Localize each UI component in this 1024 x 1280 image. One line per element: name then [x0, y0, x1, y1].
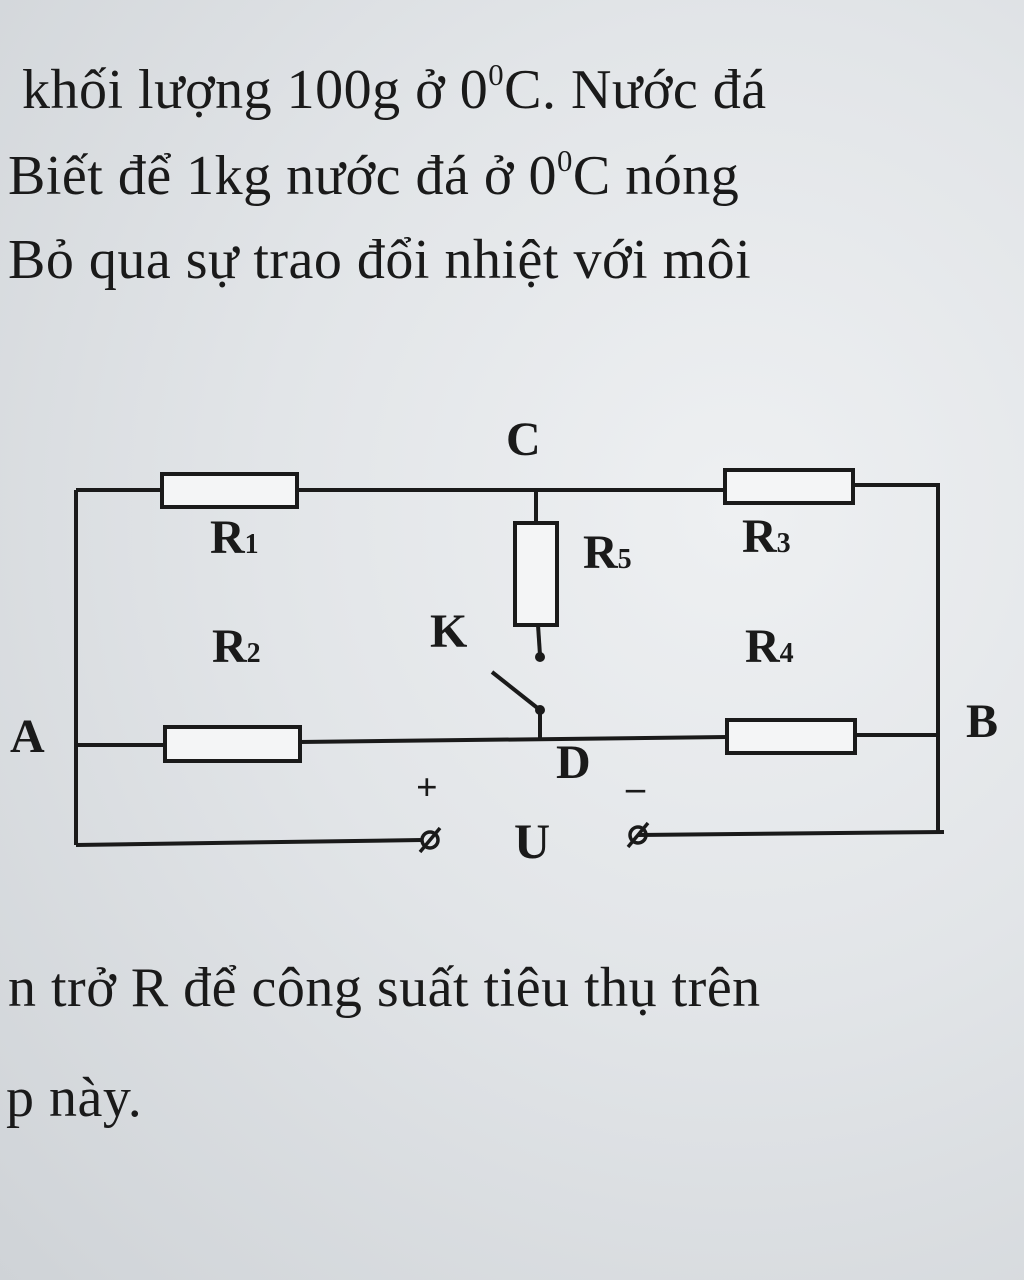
wire-bottom-left — [75, 838, 423, 847]
r5-label: R5 — [583, 526, 632, 579]
terminal-minus — [628, 825, 648, 845]
r2-label: R2 — [212, 620, 261, 673]
r1-label: R1 — [210, 511, 259, 564]
minus-sign: – — [625, 767, 646, 809]
r2-main: R — [212, 620, 248, 673]
terminals — [418, 821, 650, 854]
plus-sign: + — [416, 767, 438, 809]
resistor-r5 — [513, 521, 559, 627]
wire-mid-right — [855, 733, 940, 832]
r3-subscript: 3 — [777, 528, 791, 559]
switch-k-blade — [490, 670, 542, 712]
r3-main: R — [742, 510, 778, 563]
resistor-r4 — [725, 718, 857, 755]
resistor-r3 — [723, 468, 855, 505]
resistor-r1 — [160, 472, 299, 509]
r4-main: R — [745, 620, 781, 673]
node-d-label: D — [556, 736, 591, 789]
wire-r5-contact — [536, 624, 542, 656]
r5-subscript: 5 — [618, 544, 632, 575]
resistor-r2 — [163, 725, 302, 763]
r4-label: R4 — [745, 620, 794, 673]
wire-top-right — [853, 483, 940, 735]
text-line-2-end: C nóng — [572, 145, 740, 207]
resistors — [160, 468, 857, 763]
switch-contact-bottom — [535, 705, 545, 715]
r4-subscript: 4 — [780, 638, 794, 669]
r5-main: R — [583, 526, 619, 579]
r1-subscript: 1 — [245, 529, 259, 560]
node-c-label: C — [506, 413, 541, 466]
circuit-wires — [74, 483, 945, 847]
r3-label: R3 — [742, 510, 791, 563]
r2-subscript: 2 — [247, 638, 261, 669]
node-a-label: A — [10, 710, 45, 763]
source-u-label: U — [514, 813, 550, 869]
text-line-1: khối lượng 100g ở 00C. Nước đá — [22, 59, 767, 121]
r1-main: R — [210, 511, 246, 564]
text-line-5: p này. — [6, 1067, 143, 1129]
terminal-plus-slash — [418, 826, 442, 854]
text-line-1-end: C. Nước đá — [504, 59, 767, 121]
circuit-diagram: C A B D R1 R2 R3 R4 R5 K + – U — [10, 413, 998, 869]
text-line-2-main: Biết để 1kg nước đá ở 0 — [8, 145, 557, 207]
text-line-4: n trở R để công suất tiêu thụ trên — [8, 957, 761, 1019]
degree-superscript: 0 — [488, 57, 505, 92]
terminal-plus — [420, 830, 440, 850]
degree-superscript: 0 — [556, 143, 573, 178]
terminal-minus-slash — [626, 821, 650, 849]
wire-bottom-right — [637, 830, 945, 837]
text-line-3: Bỏ qua sự trao đổi nhiệt với môi — [8, 229, 752, 291]
node-b-label: B — [966, 695, 998, 748]
text-line-2: Biết để 1kg nước đá ở 00C nóng — [8, 145, 740, 207]
switch-contact-top — [535, 652, 545, 662]
wire-mid-center — [299, 735, 728, 744]
text-line-1-main: khối lượng 100g ở 0 — [22, 59, 489, 121]
switch-k-label: K — [430, 605, 467, 658]
